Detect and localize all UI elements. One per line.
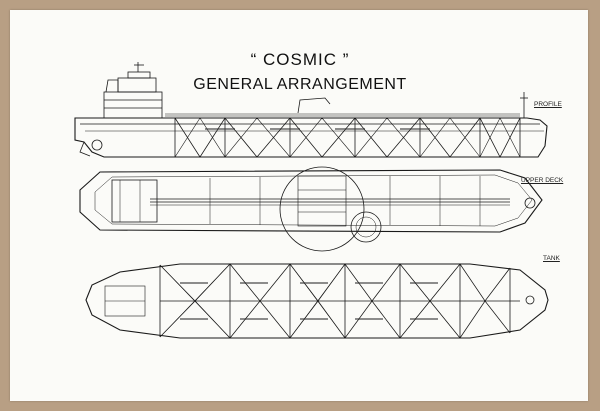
ship-name-title: “ COSMIC ”: [250, 50, 350, 69]
drawing-card: [10, 10, 588, 401]
upper-deck-view: [79, 166, 543, 252]
profile-view: [74, 62, 548, 158]
tank-view-label: TANK: [543, 255, 560, 262]
tank-annotation-marks: [180, 128, 438, 320]
drawing-title: GENERAL ARRANGEMENT: [193, 76, 407, 93]
tank-view: [85, 263, 549, 339]
upper-deck-view-label: UPPER DECK: [521, 177, 564, 184]
profile-view-label: PROFILE: [534, 101, 562, 108]
